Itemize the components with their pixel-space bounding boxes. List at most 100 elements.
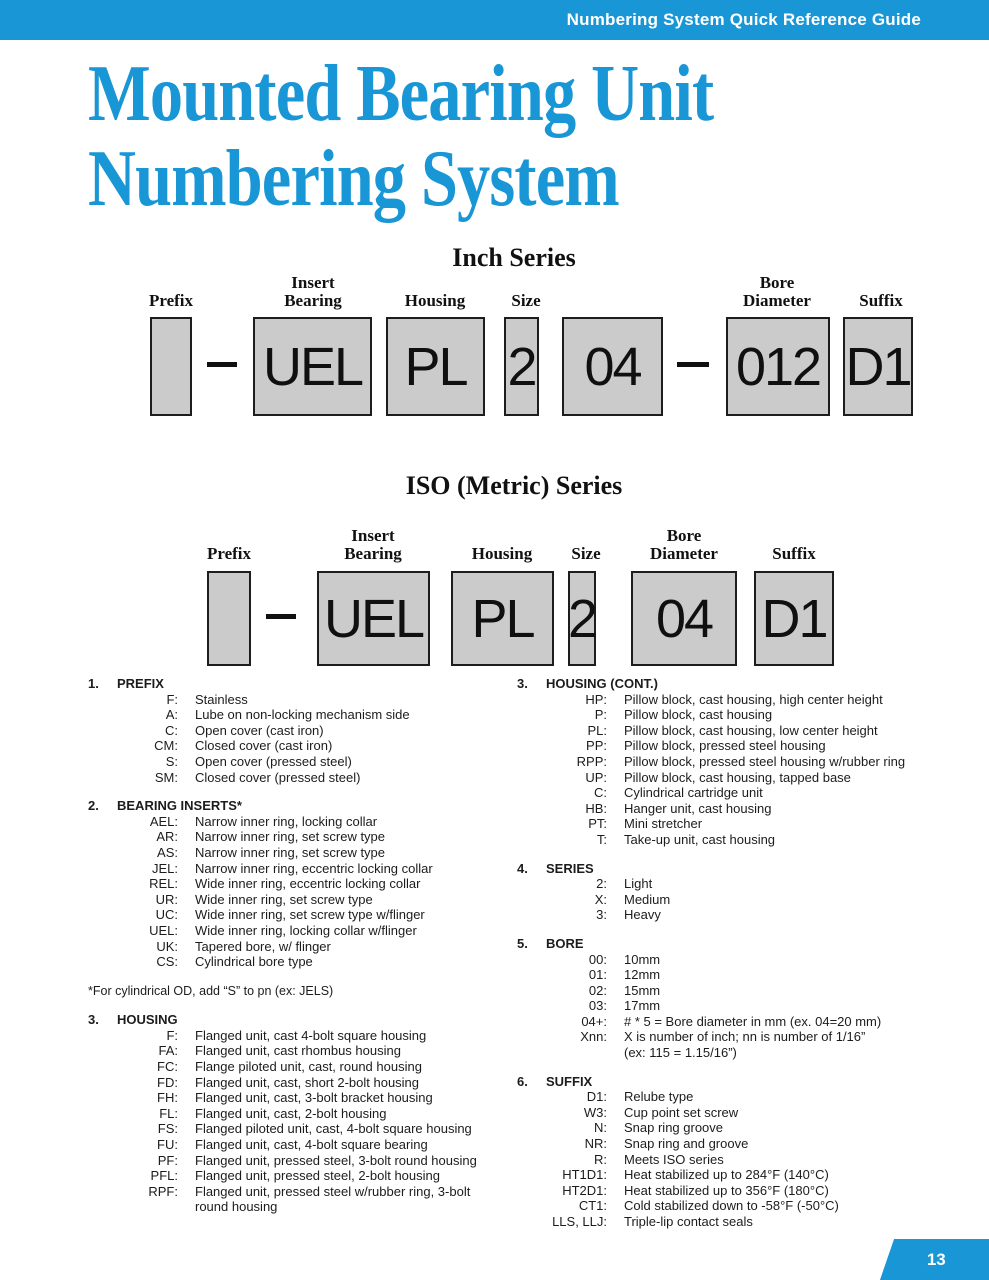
list-item: F: Stainless xyxy=(88,692,512,708)
list-item: 2: Light xyxy=(517,876,963,892)
list-item: HT2D1: Heat stabilized up to 356°F (180°… xyxy=(517,1183,963,1199)
entry-desc: Lube on non-locking mechanism side xyxy=(195,707,410,723)
entry-key: CS: xyxy=(156,954,178,970)
entry-desc: Triple-lip contact seals xyxy=(624,1214,753,1229)
definitions-left-column: 1. PREFIX F: Stainless A: Lube on non-lo… xyxy=(88,676,512,1215)
entry-desc: 17mm xyxy=(624,998,661,1014)
list-item: X: Medium xyxy=(517,892,963,908)
entry-key: UC: xyxy=(155,907,178,923)
list-item: N: Snap ring groove xyxy=(517,1120,963,1136)
list-item: T: Take-up unit, cast housing xyxy=(517,832,963,848)
list-item: FU: Flanged unit, cast, 4-bolt square be… xyxy=(88,1137,512,1153)
section-bore: 5. BORE 00: 10mm 01: 12mm 02: xyxy=(517,936,963,1061)
entry-key: SM: xyxy=(154,769,178,785)
entry-key: FL: xyxy=(159,1105,178,1121)
entry-desc: Pillow block, cast housing, high center … xyxy=(624,691,883,707)
inch-size-box: 04 xyxy=(562,317,663,416)
inch-bore-diameter-label: Bore Diameter xyxy=(743,273,811,310)
list-item: UP: Pillow block, cast housing, tapped b… xyxy=(517,770,963,786)
list-item: F: Flanged unit, cast 4-bolt square hous… xyxy=(88,1028,512,1044)
entry-desc: Snap ring groove xyxy=(624,1120,724,1136)
entry-desc: Cylindrical bore type xyxy=(195,954,313,970)
list-item: S: Open cover (pressed steel) xyxy=(88,754,512,770)
entry-key: R: xyxy=(594,1151,607,1167)
entry-desc: Cold stabilized down to -58°F (-50°C) xyxy=(624,1198,839,1214)
section-suffix: 6. SUFFIX D1: Relube type W3: Cup point … xyxy=(517,1074,963,1230)
entry-key: C: xyxy=(165,722,178,738)
list-item: 04+: # * 5 = Bore diameter in mm (ex. 04… xyxy=(517,1014,963,1030)
section-heading: 3. HOUSING xyxy=(88,1012,512,1028)
entry-desc: Pillow block, cast housing xyxy=(624,707,773,723)
entry-key: HP: xyxy=(585,691,607,707)
iso-bore-diameter-box: 04 xyxy=(631,571,737,666)
entry-desc: Closed cover (cast iron) xyxy=(195,738,333,754)
entry-key: LLS, LLJ: xyxy=(552,1214,607,1229)
entry-key: HT1D1: xyxy=(562,1167,607,1183)
entry-key: AS: xyxy=(157,844,178,860)
section-number: 4. xyxy=(517,860,528,876)
entry-desc: Pillow block, cast housing, tapped base xyxy=(624,769,851,785)
entry-key: F: xyxy=(166,1027,178,1043)
inch-prefix-box xyxy=(150,317,192,416)
entry-key: 01: xyxy=(588,967,607,983)
list-item: A: Lube on non-locking mechanism side xyxy=(88,707,512,723)
entry-key: N: xyxy=(594,1120,607,1136)
entry-desc: X is number of inch; nn is number of 1/1… xyxy=(624,1029,866,1061)
entry-key: AEL: xyxy=(149,813,178,829)
entry-key: A: xyxy=(165,707,178,723)
entry-key: RPF: xyxy=(148,1183,178,1199)
entry-key: 2: xyxy=(596,876,607,892)
list-item: FC: Flange piloted unit, cast, round hou… xyxy=(88,1059,512,1075)
section-heading: 5. BORE xyxy=(517,936,963,952)
entry-key: UK: xyxy=(156,938,178,954)
header-title: Numbering System Quick Reference Guide xyxy=(566,10,921,29)
section-heading: 2. BEARING INSERTS* xyxy=(88,798,512,814)
section-housing: 3. HOUSING F: Flanged unit, cast 4-bolt … xyxy=(88,1012,512,1215)
list-item: 01: 12mm xyxy=(517,967,963,983)
entry-key: PF: xyxy=(157,1152,178,1168)
entry-desc: 15mm xyxy=(624,982,661,998)
entry-key: C: xyxy=(594,785,607,801)
entry-key: F: xyxy=(166,691,178,707)
list-item: HP: Pillow block, cast housing, high cen… xyxy=(517,692,963,708)
entry-desc: # * 5 = Bore diameter in mm (ex. 04=20 m… xyxy=(624,1013,882,1029)
entry-desc: Heavy xyxy=(624,907,661,923)
entry-key: UEL: xyxy=(149,922,178,938)
entry-desc: Flanged unit, cast, short 2-bolt housing xyxy=(195,1074,420,1090)
entry-key: REL: xyxy=(149,876,178,892)
iso-size-label: Size xyxy=(571,544,601,563)
inch-housing-label: Housing xyxy=(404,291,466,310)
entry-desc: Wide inner ring, set screw type xyxy=(195,891,373,907)
iso-bore-diameter-label: Bore Diameter xyxy=(650,526,718,563)
list-item: HT1D1: Heat stabilized up to 284°F (140°… xyxy=(517,1167,963,1183)
entry-key: FA: xyxy=(158,1043,178,1059)
entry-key: UP: xyxy=(585,769,607,785)
iso-insert-bearing-label: Insert Bearing xyxy=(344,526,402,563)
entry-desc: Snap ring and groove xyxy=(624,1136,749,1152)
list-item: FL: Flanged unit, cast, 2-bolt housing xyxy=(88,1106,512,1122)
list-item: PFL: Flanged unit, pressed steel, 2-bolt… xyxy=(88,1168,512,1184)
entry-desc: Medium xyxy=(624,891,671,907)
iso-housing-label: Housing xyxy=(471,544,533,563)
entry-key: P: xyxy=(594,707,607,723)
list-item: 02: 15mm xyxy=(517,983,963,999)
section-bearing-inserts: 2. BEARING INSERTS* AEL: Narrow inner ri… xyxy=(88,798,512,999)
entry-desc: Open cover (cast iron) xyxy=(195,722,324,738)
entry-key: AR: xyxy=(156,829,178,845)
section-series: 4. SERIES 2: Light X: Medium xyxy=(517,861,963,923)
entry-desc: Stainless xyxy=(195,691,248,707)
entry-key: PP: xyxy=(586,738,607,754)
iso-housing-box: PL xyxy=(451,571,554,666)
section-number: 1. xyxy=(88,676,99,691)
inch-size-label: Size xyxy=(511,291,541,310)
entry-key: FD: xyxy=(157,1074,178,1090)
entry-key: T: xyxy=(596,831,607,847)
entry-key: D1: xyxy=(586,1089,607,1105)
iso-series-box: 2 xyxy=(568,571,598,666)
inch-suffix-label: Suffix xyxy=(859,291,903,310)
entry-key: NR: xyxy=(584,1136,607,1152)
list-item: R: Meets ISO series xyxy=(517,1152,963,1168)
entry-desc: Wide inner ring, eccentric locking colla… xyxy=(195,876,421,892)
section-heading: 6. SUFFIX xyxy=(517,1074,963,1090)
entry-desc: Wide inner ring, locking collar w/flinge… xyxy=(195,922,417,938)
